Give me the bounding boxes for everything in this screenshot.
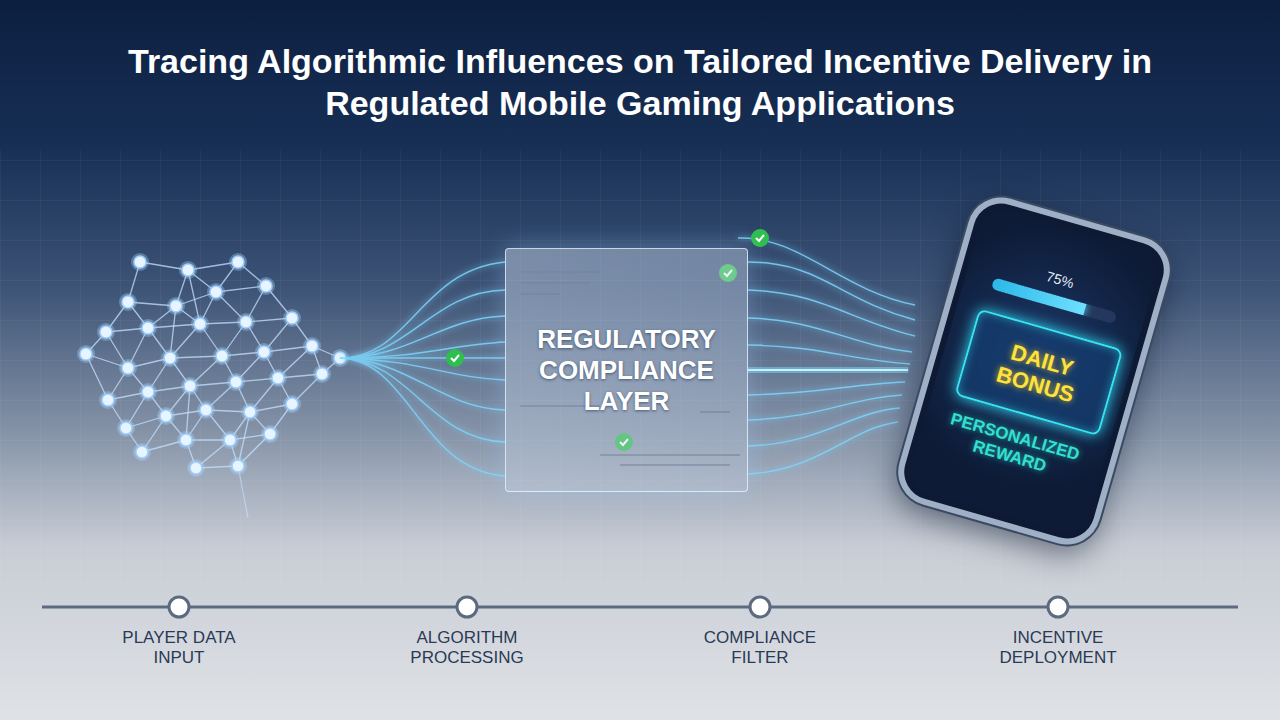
network-node-glow	[167, 297, 185, 315]
network-node-glow	[229, 253, 247, 271]
network-node	[180, 434, 192, 446]
network-node-glow	[227, 373, 245, 391]
neural-network	[77, 253, 349, 518]
network-node	[142, 386, 154, 398]
network-node-glow	[197, 401, 215, 419]
network-node	[122, 362, 134, 374]
network-node-glow	[187, 459, 205, 477]
network-node	[232, 256, 244, 268]
connector-line	[748, 369, 908, 371]
network-node-glow	[255, 343, 273, 361]
timeline-label: INCENTIVE DEPLOYMENT	[983, 628, 1133, 668]
network-node-glow	[237, 313, 255, 331]
timeline-label: ALGORITHM PROCESSING	[392, 628, 542, 668]
network-node	[306, 340, 318, 352]
network-node-glow	[139, 383, 157, 401]
network-node	[164, 352, 176, 364]
network-node	[142, 322, 154, 334]
network-node	[210, 286, 222, 298]
compliance-panel: REGULATORY COMPLIANCE LAYER	[505, 248, 748, 492]
network-node	[160, 410, 172, 422]
network-node-glow	[229, 457, 247, 475]
title: Tracing Algorithmic Influences on Tailor…	[110, 40, 1170, 124]
network-node	[286, 312, 298, 324]
network-node-glow	[77, 345, 95, 363]
network-node-glow	[157, 407, 175, 425]
network-node-glow	[131, 253, 149, 271]
connector-glow	[748, 367, 908, 373]
node-text: DAILY BONUS	[974, 332, 1103, 413]
network-node	[102, 394, 114, 406]
timeline-label: PLAYER DATA INPUT	[104, 628, 254, 668]
network-node-glow	[257, 277, 275, 295]
network-node	[240, 316, 252, 328]
network-node-glow	[161, 349, 179, 367]
network-node-glow	[119, 359, 137, 377]
network-node-glow	[269, 369, 287, 387]
network-node	[182, 264, 194, 276]
network-node	[100, 326, 112, 338]
network-node-glow	[303, 337, 321, 355]
network-node-glow	[313, 365, 331, 383]
network-node-glow	[133, 443, 151, 461]
network-node	[230, 376, 242, 388]
network-node-glow	[97, 323, 115, 341]
network-node-glow	[241, 403, 259, 421]
network-node	[264, 428, 276, 440]
network-node	[316, 368, 328, 380]
network-node	[224, 434, 236, 446]
network-node	[286, 398, 298, 410]
network-node	[120, 422, 132, 434]
network-node-glow	[283, 309, 301, 327]
network-node-glow	[207, 283, 225, 301]
network-node	[200, 404, 212, 416]
network-node	[272, 372, 284, 384]
network-node-glow	[139, 319, 157, 337]
connector	[748, 370, 908, 371]
timeline-label: COMPLIANCE FILTER	[685, 628, 835, 668]
network-node	[258, 346, 270, 358]
network-node	[134, 256, 146, 268]
network-node	[244, 406, 256, 418]
network-node-glow	[191, 315, 209, 333]
network-node	[190, 462, 202, 474]
network-node	[170, 300, 182, 312]
network-node-glow	[177, 431, 195, 449]
network-node-glow	[119, 293, 137, 311]
network-node	[232, 460, 244, 472]
network-node	[122, 296, 134, 308]
network-node-glow	[179, 261, 197, 279]
network-node	[80, 348, 92, 360]
network-node-glow	[213, 347, 231, 365]
network-node	[184, 380, 196, 392]
timeline	[42, 597, 1238, 617]
network-node-glow	[99, 391, 117, 409]
network-node-glow	[221, 431, 239, 449]
node-text: REGULATORY COMPLIANCE LAYER	[522, 324, 732, 417]
network-node	[260, 280, 272, 292]
grid	[0, 150, 1280, 590]
network-node-glow	[283, 395, 301, 413]
network-node-glow	[181, 377, 199, 395]
network-node-glow	[261, 425, 279, 443]
network-node-glow	[117, 419, 135, 437]
network-node	[136, 446, 148, 458]
network-node	[194, 318, 206, 330]
network-node	[216, 350, 228, 362]
